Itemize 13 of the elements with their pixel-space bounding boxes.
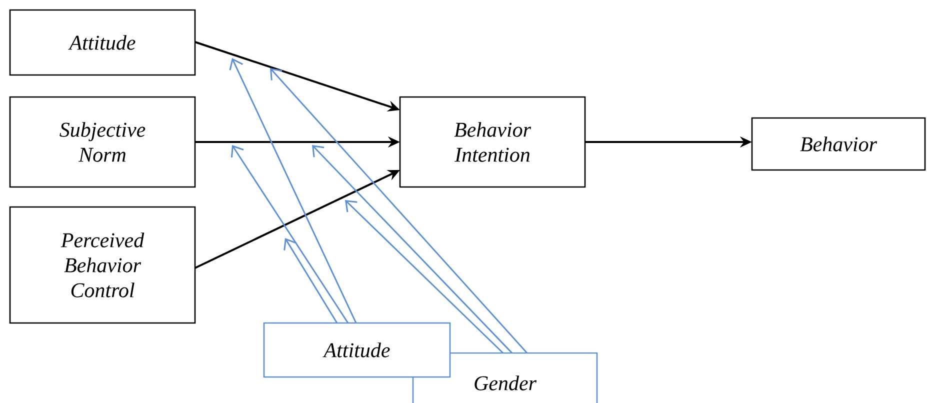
construct-box: Perceived Behavior Control <box>9 206 196 324</box>
factor-box: Attitude <box>263 322 451 378</box>
arrow <box>229 58 357 324</box>
arrow <box>230 145 349 324</box>
arrow <box>312 145 513 354</box>
arrow <box>284 238 338 324</box>
arrow <box>345 200 504 354</box>
arrow <box>270 68 528 354</box>
construct-box: Subjective Norm <box>9 96 196 188</box>
construct-box: Behavior Intention <box>399 96 586 188</box>
factor-box: Gender <box>412 352 598 403</box>
construct-box: Attitude <box>9 9 196 76</box>
construct-box: Behavior <box>751 117 926 171</box>
